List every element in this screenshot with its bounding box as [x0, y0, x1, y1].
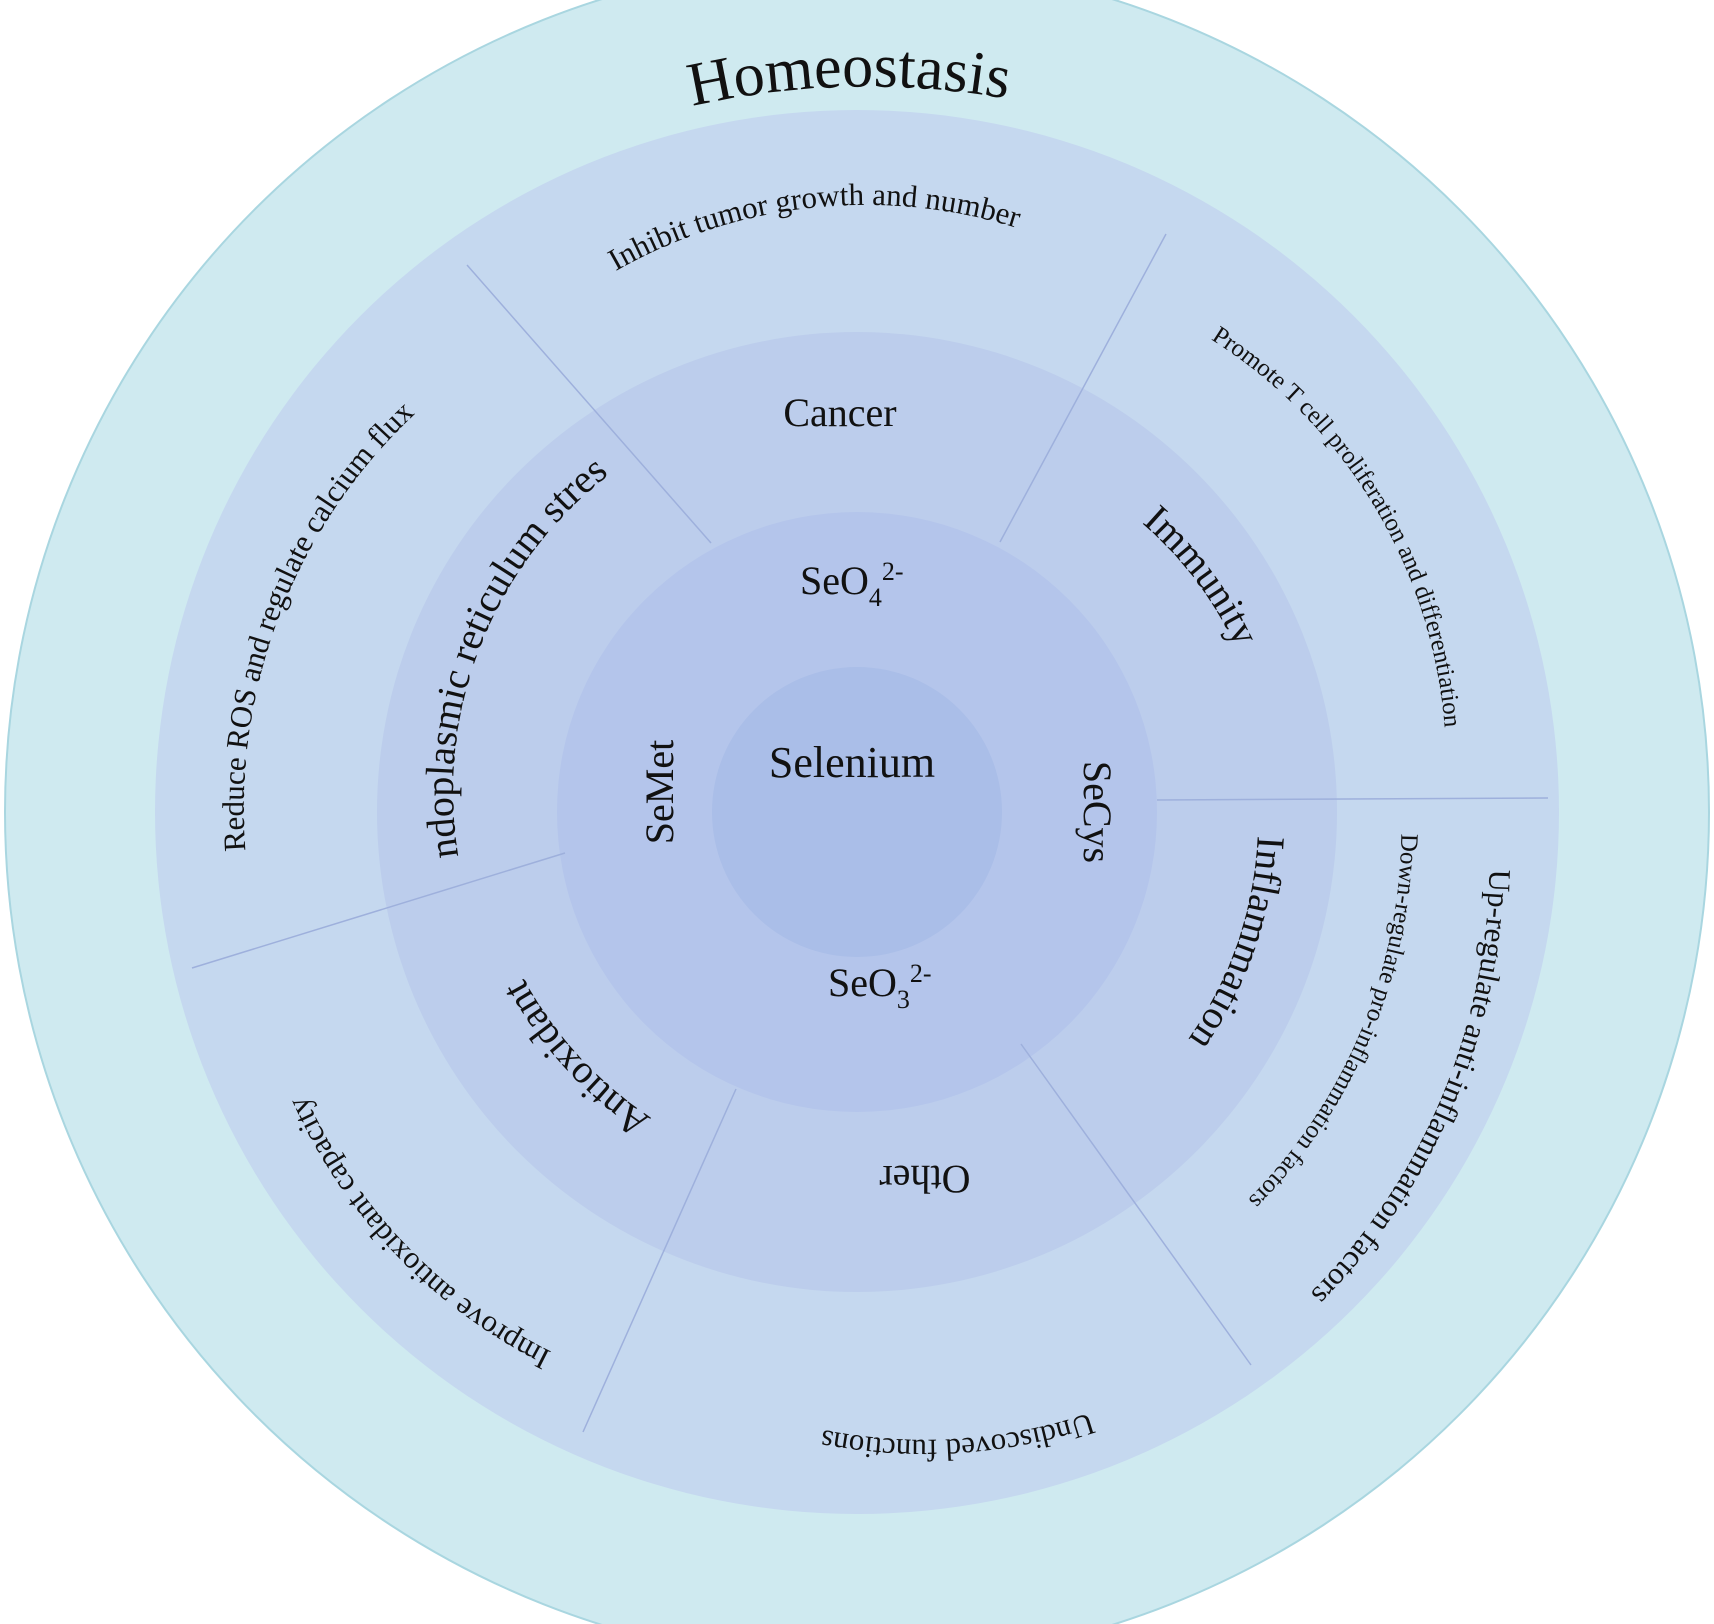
divider-antioxidant-er — [191, 852, 566, 969]
form-semet-label: SeMet — [637, 740, 682, 844]
domain-cancer-label: Cancer — [783, 390, 896, 435]
selenium-core — [712, 667, 1002, 957]
form-seo4-label: SeO42- — [800, 557, 904, 612]
selenium-label: Selenium — [769, 738, 935, 787]
divider-cancer-immunity — [999, 233, 1167, 543]
divider-inflammation-other — [1020, 1043, 1252, 1366]
divider-other-antioxidant — [582, 1088, 737, 1433]
sector-dividers — [191, 233, 1549, 1433]
domain-other-label: Other — [879, 1157, 970, 1202]
form-seo3-label: SeO32- — [828, 959, 932, 1014]
divider-cancer-er — [466, 264, 712, 544]
divider-immunity-inflammation — [1156, 797, 1549, 801]
form-secys-label: SeCys — [1075, 761, 1120, 863]
